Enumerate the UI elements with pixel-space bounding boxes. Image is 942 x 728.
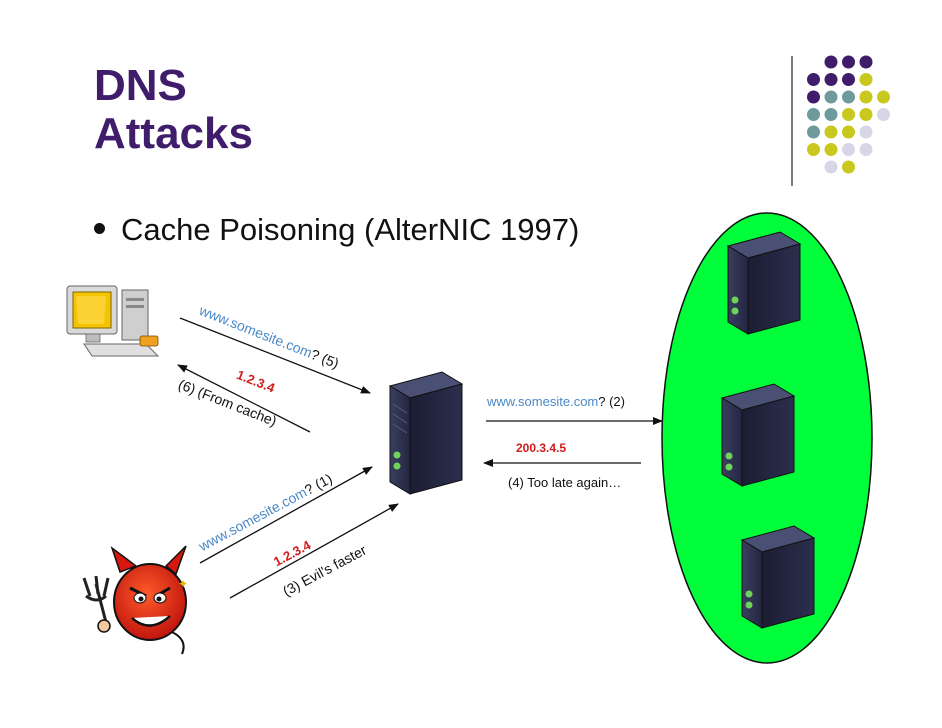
label-query-2: www.somesite.com? (2) [487, 394, 625, 409]
query2-url: www.somesite.com [487, 394, 599, 409]
authoritative-server-icon-2 [720, 383, 796, 487]
arrow-query-1 [199, 466, 373, 564]
label-real-ip: 200.3.4.5 [516, 441, 567, 455]
label-too-late: (4) Too late again… [508, 475, 622, 490]
client-computer-icon [66, 285, 160, 357]
attacker-devil-icon: ✦ [82, 545, 188, 655]
divider-line [791, 56, 793, 186]
arrow-query-5 [179, 317, 371, 394]
slide-title: DNS Attacks [94, 62, 494, 158]
bullet-dot-icon [94, 223, 105, 235]
query2-suffix: ? (2) [598, 394, 625, 409]
arrow-answer-6 [177, 364, 311, 433]
arrow-evil-answer-3 [229, 503, 399, 599]
svg-text:✦: ✦ [178, 577, 188, 591]
authoritative-server-icon-3 [740, 525, 816, 629]
bullet-item: Cache Poisoning (AlterNIC 1997) [94, 212, 579, 248]
resolver-server-icon [388, 371, 464, 495]
authoritative-server-icon-1 [726, 231, 802, 335]
title-line-2: Attacks [94, 109, 253, 158]
bullet-text: Cache Poisoning (AlterNIC 1997) [121, 212, 580, 247]
title-line-1: DNS [94, 61, 187, 110]
